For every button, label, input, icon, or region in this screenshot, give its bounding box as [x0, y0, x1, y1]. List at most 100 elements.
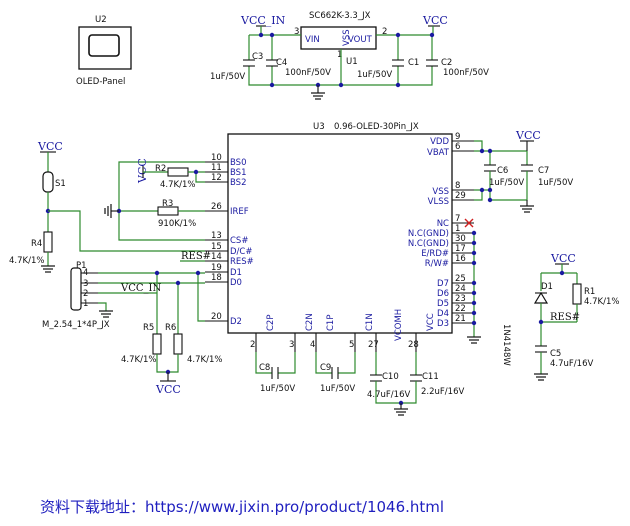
- u3-pin-14-num: 14: [211, 252, 222, 262]
- u3-pin-vcomh: VCOMH: [394, 309, 404, 341]
- r6-value: 4.7K/1%: [187, 355, 222, 365]
- c5-ref: C5: [550, 349, 561, 359]
- u3-pin-11-num: 11: [211, 163, 222, 173]
- u3-pin-d7: D7: [437, 279, 449, 289]
- c3-ref: C3: [252, 52, 263, 62]
- r5-ref: R5: [143, 323, 154, 333]
- c2-ref: C2: [441, 58, 452, 68]
- r6-ref: R6: [165, 323, 176, 333]
- oled-panel-ref: U2: [95, 15, 107, 25]
- u3-ref: U3: [313, 122, 325, 132]
- u3-pin-13-num: 13: [211, 231, 222, 241]
- u3-pin-20-num: 20: [211, 312, 222, 322]
- u3-pin-c1n: C1N: [365, 313, 375, 331]
- u3-pin-9-num: 9: [455, 132, 460, 142]
- reg-pin-3-num: 3: [294, 27, 299, 37]
- u3-pin-18-num: 18: [211, 273, 222, 283]
- u3-pin-15-num: 15: [211, 242, 222, 252]
- u3-bottom-pins: C2P C2N C1P C1N VCOMH VCC 2 3 4 5 27 28: [250, 309, 436, 352]
- c4-ref: C4: [276, 58, 287, 68]
- p1-value: M_2.54_1*4P_JX: [42, 320, 110, 330]
- res-net-left: RES#: [181, 251, 211, 262]
- c8-value: 1uF/50V: [260, 384, 295, 394]
- u3-pin-nc: NC: [437, 219, 449, 229]
- u3-pin-5-num: 5: [349, 340, 354, 350]
- bottom-caps: C8 1uF/50V C9 1uF/50V C10 4.7uF/16V C11 …: [255, 352, 464, 416]
- r1-ref: R1: [584, 287, 595, 297]
- r3-ref: R3: [162, 199, 173, 209]
- u3-pin-23-num: 23: [455, 294, 466, 304]
- u3-pin-27-num: 27: [368, 340, 379, 350]
- u3-pin-30-num: 30: [455, 234, 466, 244]
- u3-left-pins: 10 11 12 26 13 15 14 19 18 20 BS0 BS1 BS…: [205, 153, 254, 327]
- r4-value: 4.7K/1%: [9, 256, 44, 266]
- u3-pin-bs2: BS2: [230, 178, 247, 188]
- d1-value: 1N4148W: [501, 324, 511, 366]
- c5-value: 4.7uF/16V: [550, 359, 593, 369]
- p1-pin-3: 3: [83, 279, 88, 289]
- u3-pin-nc-gnd-30: N.C(GND): [408, 239, 449, 249]
- u3-pin-d3: D3: [437, 319, 449, 329]
- u3-pin-res: RES#: [230, 257, 254, 267]
- u3-pin-bs0: BS0: [230, 158, 247, 168]
- bs-iref-network: VCC R2 4.7K/1% R3 910K/1%: [104, 158, 205, 241]
- u3-pin-bs1: BS1: [230, 168, 247, 178]
- p1-pin-4: 4: [83, 268, 88, 278]
- c8-ref: C8: [259, 363, 270, 373]
- u3-pin-nc-gnd-1: N.C(GND): [408, 229, 449, 239]
- reg-pin-vout: VOUT: [348, 35, 373, 45]
- u3-pin-d6: D6: [437, 289, 449, 299]
- c6-value: 1uF/50V: [489, 178, 524, 188]
- reg-pin-vss: VSS: [342, 29, 352, 46]
- u3-pin-vlss: VLSS: [428, 197, 449, 207]
- oled-panel-value: OLED-Panel: [76, 77, 125, 87]
- u3-pin-8-num: 8: [455, 181, 460, 191]
- c6-ref: C6: [497, 166, 508, 176]
- u3-pin-7-num: 7: [455, 214, 460, 224]
- c9-value: 1uF/50V: [320, 384, 355, 394]
- u3-pin-2-num: 2: [250, 340, 255, 350]
- u3-pin-21-num: 21: [455, 314, 466, 324]
- u3-pin-3-num: 3: [289, 340, 294, 350]
- vcc-label-top: VCC: [422, 14, 448, 27]
- u3-pin-c2n: C2N: [305, 313, 315, 331]
- c2-value: 100nF/50V: [443, 68, 489, 78]
- r5-value: 4.7K/1%: [121, 355, 156, 365]
- u3-pin-24-num: 24: [455, 284, 466, 294]
- c1-value: 1uF/50V: [357, 70, 392, 80]
- u3-pin-26-num: 26: [211, 202, 222, 212]
- c10-ref: C10: [382, 372, 399, 382]
- r3-value: 910K/1%: [158, 219, 196, 229]
- u3-pin-iref: IREF: [230, 207, 249, 217]
- oled-panel-symbol: U2 OLED-Panel: [76, 15, 132, 87]
- download-link-text[interactable]: 资料下载地址：https://www.jixin.pro/product/104…: [40, 498, 445, 516]
- oled-module-symbol: U3 0.96-OLED-30Pin_JX: [227, 122, 453, 334]
- reg-pin-vin: VIN: [305, 35, 320, 45]
- u3-pin-vbat: VBAT: [427, 148, 450, 158]
- vcc-in-net: VCC_IN: [120, 283, 161, 294]
- regulator-value: SC662K-3.3_JX: [309, 11, 371, 21]
- reg-pin-2-num: 2: [382, 27, 387, 37]
- c4-value: 100nF/50V: [285, 68, 331, 78]
- u3-pin-4-num: 4: [310, 340, 315, 350]
- r4-ref: R4: [31, 239, 42, 249]
- u3-right-pins: 9 6 8 29 7 1 30 17 16 25 24 23 22 21 VDD…: [408, 132, 481, 344]
- vcc-label-reset: VCC: [550, 252, 576, 265]
- vcc-label-pullup: VCC: [155, 383, 181, 396]
- u3-pin-vss: VSS: [432, 187, 449, 197]
- reg-pin-1-num: 1: [337, 50, 342, 60]
- u3-pin-d1: D1: [230, 268, 242, 278]
- regulator-ref: U1: [346, 57, 358, 67]
- vcc-label-right: VCC: [515, 129, 541, 142]
- u3-pin-19-num: 19: [211, 263, 222, 273]
- c7-value: 1uF/50V: [538, 178, 573, 188]
- u3-pin-d4: D4: [437, 309, 449, 319]
- connector-section: RES# P1 4 3 2 1 M_2.54_1*4P_JX VCC_IN R5…: [42, 251, 222, 396]
- u3-pin-10-num: 10: [211, 153, 222, 163]
- u3-pin-d5: D5: [437, 299, 449, 309]
- u3-pin-erd: E/RD#: [421, 249, 449, 259]
- regulator-section: VCC_IN VCC SC662K-3.3_JX VIN VOUT VSS 3 …: [210, 11, 489, 100]
- u3-pin-vcc: VCC: [426, 313, 436, 331]
- vcc-label-switch: VCC: [37, 140, 63, 153]
